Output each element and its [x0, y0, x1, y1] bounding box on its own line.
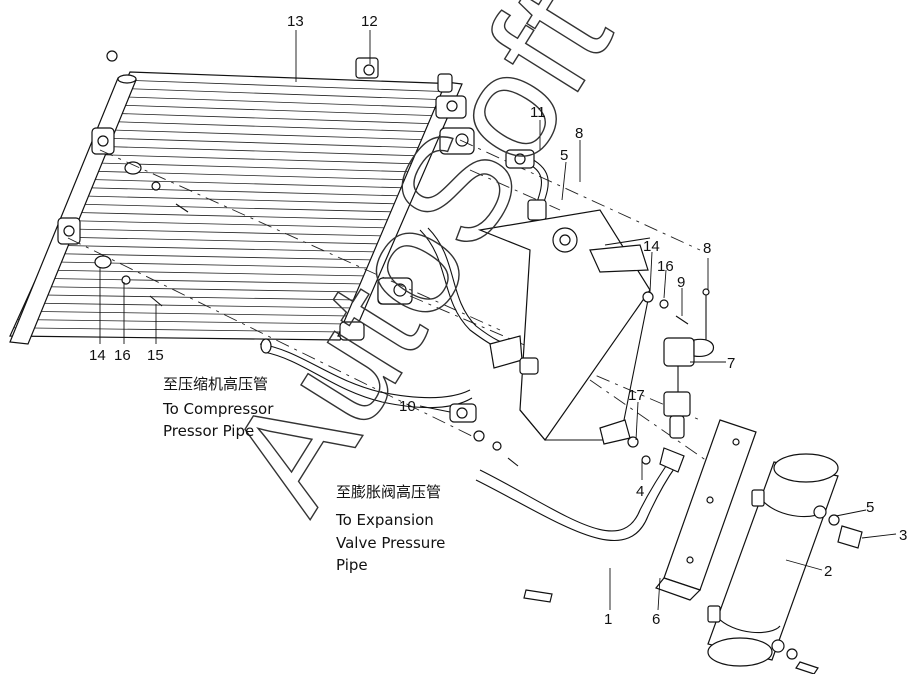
drier-fasteners	[523, 505, 863, 674]
condenser-fin-line	[99, 137, 431, 149]
condenser-fin-line	[62, 220, 393, 229]
condenser-fin-line	[81, 178, 412, 189]
callout-numbers: 13 12 11 8 5 14 16 9 8 7 17 4 5 3 2 1 6 …	[89, 13, 907, 628]
condenser-fin-line	[24, 302, 356, 309]
condenser-fin-line	[32, 286, 363, 293]
expansion-note: 至膨胀阀高压管 To Expansion Valve Pressure Pipe	[335, 483, 445, 574]
callout-9: 9	[677, 274, 685, 291]
condenser-fin-line	[114, 104, 446, 117]
condenser-fin-line	[28, 294, 359, 301]
condenser-fin-line	[54, 236, 386, 245]
condenser-fin-line	[122, 88, 453, 101]
condenser-fin-line	[39, 269, 371, 277]
condenser-fin-line	[66, 211, 397, 221]
callout-12: 12	[361, 13, 378, 30]
callout-14b: 14	[89, 347, 106, 364]
callout-5a: 5	[560, 147, 568, 164]
hose-1	[475, 447, 685, 542]
compressor-note: 至压缩机高压管 To Compressor Pressor Pipe	[162, 375, 274, 440]
condenser-fin-line	[88, 162, 419, 173]
pipe-11	[505, 149, 549, 233]
pressure-switch-7	[663, 337, 714, 439]
condenser-fin-line	[111, 112, 442, 125]
condenser-fin-line	[103, 129, 434, 141]
condenser-fin-line	[73, 195, 404, 205]
callout-5b: 5	[866, 499, 874, 516]
callout-8a: 8	[575, 125, 583, 142]
callout-11: 11	[530, 104, 546, 121]
condenser-fin-line	[13, 327, 344, 333]
condenser-fin-line	[36, 277, 367, 285]
callout-15: 15	[147, 347, 164, 364]
condenser-fin-line	[96, 145, 427, 157]
condenser-fin-line	[77, 187, 408, 197]
expansion-note-cn: 至膨胀阀高压管	[336, 483, 441, 501]
callout-13: 13	[287, 13, 304, 30]
callout-3: 3	[899, 527, 907, 544]
right-fasteners	[627, 288, 710, 465]
condenser-fin-line	[84, 170, 416, 181]
compressor-note-en-2: Pressor Pipe	[163, 422, 254, 440]
leader-lines	[99, 30, 897, 611]
condenser-fin-line	[107, 121, 438, 133]
condenser-fin-line	[126, 79, 457, 93]
callout-6: 6	[652, 611, 660, 628]
expansion-note-en-1: To Expansion	[335, 511, 434, 529]
mount-brackets	[355, 57, 475, 305]
mount-plate-6	[655, 419, 757, 601]
condenser-fin-line	[58, 228, 389, 237]
receiver-drier-2	[707, 453, 839, 667]
compressor-note-cn: 至压缩机高压管	[163, 375, 268, 393]
callout-7: 7	[727, 355, 735, 372]
callout-16a: 16	[657, 258, 674, 275]
callout-8b: 8	[703, 240, 711, 257]
callout-1: 1	[604, 611, 612, 628]
condenser-fin-line	[69, 203, 401, 213]
condenser-fin-line	[92, 154, 423, 165]
expansion-note-en-2: Valve Pressure	[336, 534, 445, 552]
compressor-note-en-1: To Compressor	[162, 400, 274, 418]
condenser	[9, 50, 467, 345]
condenser-fins	[13, 79, 457, 333]
condenser-fin-line	[118, 96, 449, 109]
callout-4: 4	[636, 483, 644, 500]
callout-2: 2	[824, 563, 832, 580]
condenser-fin-line	[51, 244, 382, 253]
callout-16b: 16	[114, 347, 131, 364]
expansion-note-en-3: Pipe	[336, 556, 368, 574]
callout-17: 17	[628, 387, 645, 404]
callout-10: 10	[399, 398, 416, 415]
drier-bracket	[477, 209, 651, 445]
callout-14a: 14	[643, 238, 660, 255]
pipe-10	[259, 227, 539, 467]
condenser-fin-line	[21, 310, 352, 317]
condenser-fin-line	[17, 319, 348, 325]
